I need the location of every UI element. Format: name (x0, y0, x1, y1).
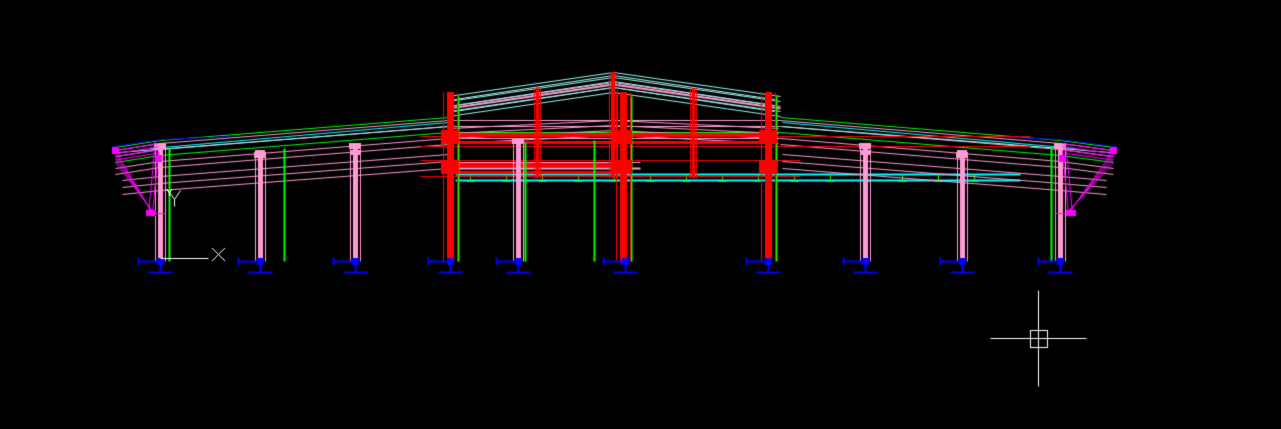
cad-drawing-viewport[interactable]: Y (0, 0, 1281, 429)
cad-model-space-canvas[interactable] (0, 0, 1281, 429)
